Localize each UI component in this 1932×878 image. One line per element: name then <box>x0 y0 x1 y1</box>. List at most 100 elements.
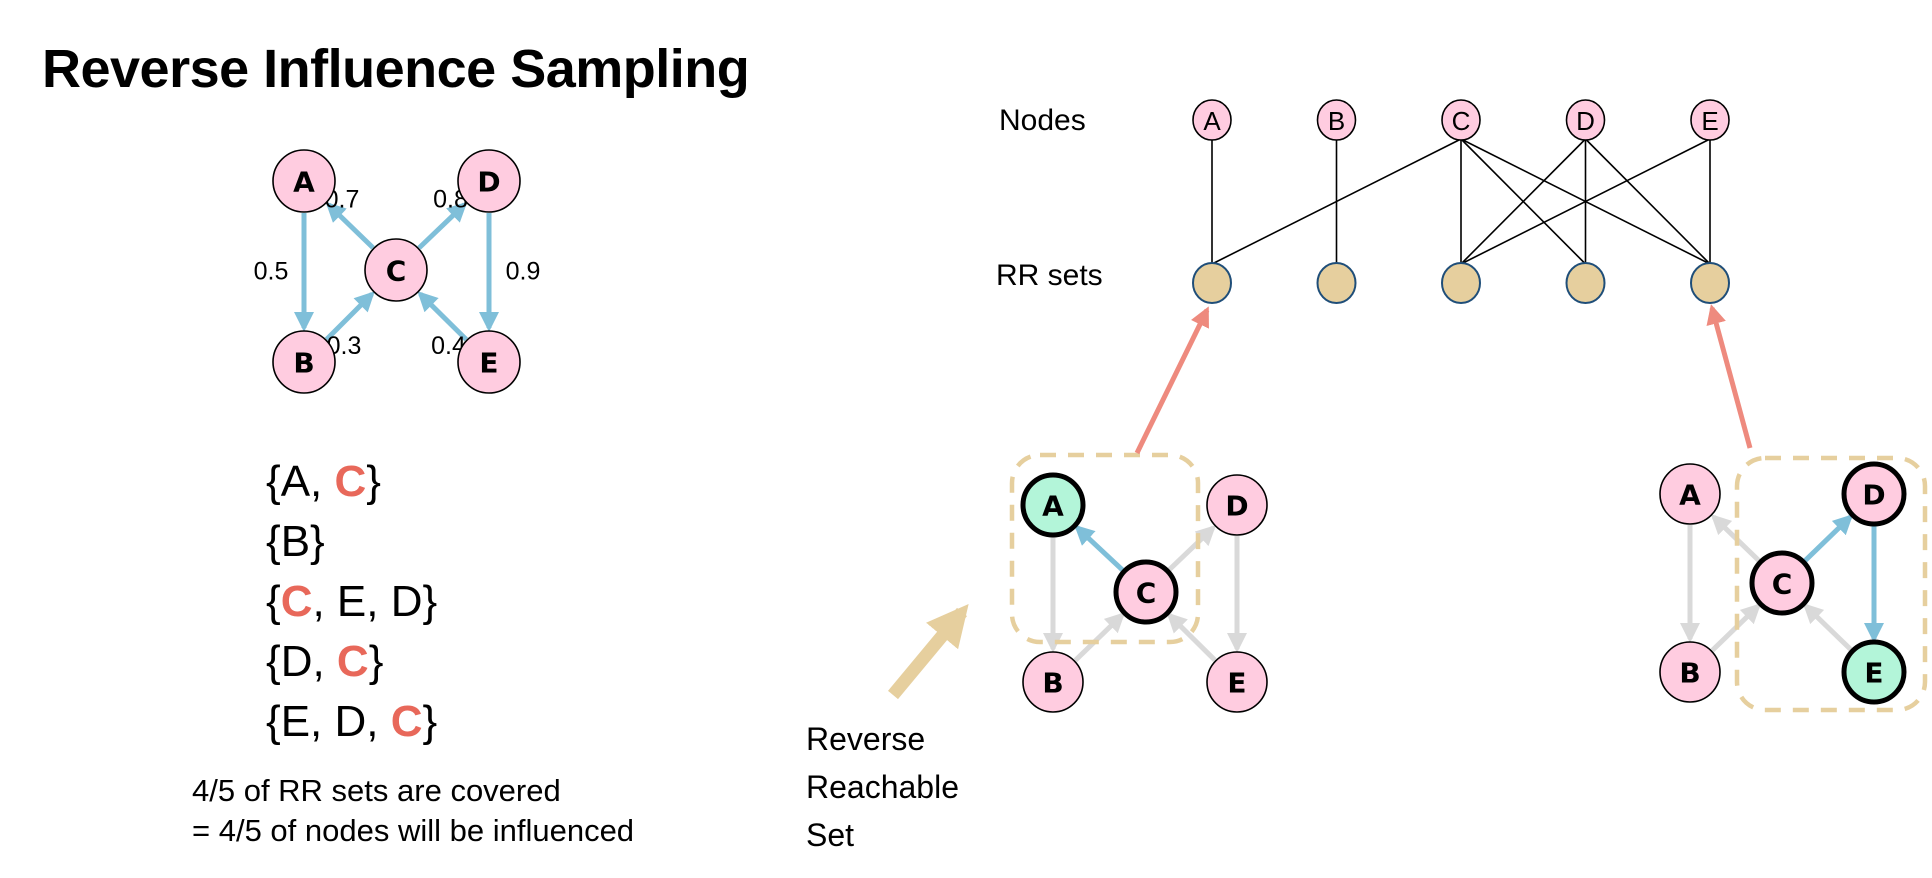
bipartite-node-label: C <box>1452 106 1471 136</box>
rr-sets-list: {A, C}{B}{C, E, D}{D, C}{E, D, C} <box>266 452 437 752</box>
highlighted-node-c: C <box>336 637 369 686</box>
edge-weight-label: 0.5 <box>254 258 289 286</box>
highlighted-node-c: C <box>280 577 313 626</box>
node-label: B <box>293 347 314 380</box>
node-a <box>1020 472 1086 538</box>
rr-set-item: {A, C} <box>266 452 437 512</box>
bipartite-node-a <box>1192 99 1232 141</box>
bipartite-node-label: B <box>1328 106 1345 136</box>
bipartite-link <box>1460 138 1711 265</box>
node-label: A <box>1042 490 1064 523</box>
node-label: E <box>1227 667 1246 700</box>
node-label: E <box>479 347 498 380</box>
bipartite-node-e <box>1690 99 1730 141</box>
bipartite-node-b <box>1316 99 1357 141</box>
edge-weight-label: 0.9 <box>506 258 541 286</box>
edge-b-c <box>324 291 375 342</box>
bipartite-node-c <box>1441 99 1481 141</box>
highlighted-node-c: C <box>334 457 367 506</box>
node-label: C <box>1136 577 1157 610</box>
node-b <box>272 330 336 394</box>
edge-c-d <box>417 201 468 250</box>
rr-set-item: {B} <box>266 512 437 572</box>
nodes-row-label: Nodes <box>999 104 1086 137</box>
reverse-reachable-set-label: Reverse Reachable Set <box>806 715 959 859</box>
rr-set-boundary <box>1009 452 1201 645</box>
rr-set-node <box>1192 262 1232 304</box>
bipartite-node-d <box>1565 99 1606 141</box>
example-rr-set-A: A B C D E <box>1009 452 1268 713</box>
edge-e-c <box>1802 603 1854 653</box>
node-label: A <box>293 166 315 199</box>
edge-b-c <box>1073 612 1126 663</box>
rr-set-item: {C, E, D} <box>266 572 437 632</box>
page-title: Reverse Influence Sampling <box>42 39 750 99</box>
node-label: C <box>386 255 407 288</box>
rr-set-text: } <box>368 637 384 686</box>
edge-e-c <box>417 291 469 342</box>
rr-set-boundary <box>1734 455 1928 713</box>
node-a <box>272 149 336 213</box>
node-label: B <box>1042 667 1063 700</box>
node-label: C <box>1772 568 1793 601</box>
bipartite-node-label: E <box>1701 106 1718 136</box>
rr-set-text: {E, D, <box>266 697 391 746</box>
example-graphs: A B C D E A B C D E <box>1009 452 1928 713</box>
arrow-to-rr-set-5 <box>1706 304 1753 449</box>
rr-set-text: } <box>366 457 381 506</box>
node-e <box>1206 651 1268 713</box>
node-label: A <box>1679 479 1701 512</box>
edge-e-c <box>1166 612 1217 662</box>
node-d <box>1841 461 1907 527</box>
node-label: D <box>477 166 500 199</box>
node-d <box>457 149 521 213</box>
rr-set-text: {A, <box>266 457 335 506</box>
rrs-pointer-arrow <box>888 604 969 700</box>
node-d <box>1206 474 1268 536</box>
edge-c-d <box>1166 525 1217 573</box>
node-e <box>1841 639 1907 705</box>
summary-line-2: = 4/5 of nodes will be influenced <box>192 813 635 848</box>
edge-c-a <box>1074 524 1126 573</box>
rr-set-text: } <box>422 697 438 746</box>
node-c <box>364 238 428 302</box>
rr-set-item: {D, C} <box>266 632 437 692</box>
node-label: B <box>1679 657 1700 690</box>
highlighted-node-c: C <box>390 697 423 746</box>
rr-set-node <box>1690 262 1730 304</box>
summary-line-1: 4/5 of RR sets are covered <box>192 773 561 808</box>
node-b <box>1659 641 1721 703</box>
bipartite-graph: A B C D E <box>1192 99 1730 304</box>
rr-set-text: , E, D} <box>312 577 438 626</box>
rr-set-text: {D, <box>266 637 337 686</box>
rr-set-text: { <box>266 577 281 626</box>
rrs-label-line-3: Set <box>806 817 855 853</box>
edge-c-a <box>325 201 375 250</box>
bipartite-link <box>1584 138 1711 265</box>
rrs-label-line-2: Reachable <box>806 769 959 805</box>
rr-set-node <box>1316 262 1357 304</box>
annotation-arrows <box>888 304 1753 700</box>
node-e <box>457 330 521 394</box>
rr-set-node <box>1565 262 1606 304</box>
rr-set-item: {E, D, C} <box>266 692 437 752</box>
example-rr-set-E: A B C D E <box>1659 455 1928 713</box>
rr-set-text: {B} <box>266 517 325 566</box>
node-c <box>1113 559 1179 625</box>
node-a <box>1659 463 1721 525</box>
node-label: D <box>1862 479 1885 512</box>
node-b <box>1022 651 1084 713</box>
rr-sets-row-label: RR sets <box>996 259 1103 292</box>
node-label: E <box>1864 657 1883 690</box>
node-c <box>1749 550 1815 616</box>
rrs-label-line-1: Reverse <box>806 721 926 757</box>
rr-set-node <box>1441 262 1481 304</box>
bipartite-node-label: A <box>1203 106 1221 136</box>
bipartite-node-label: D <box>1576 106 1595 136</box>
bipartite-link <box>1460 138 1587 265</box>
summary: 4/5 of RR sets are covered = 4/5 of node… <box>192 771 634 851</box>
arrow-to-rr-set-1 <box>1134 306 1210 455</box>
node-label: D <box>1225 490 1248 523</box>
